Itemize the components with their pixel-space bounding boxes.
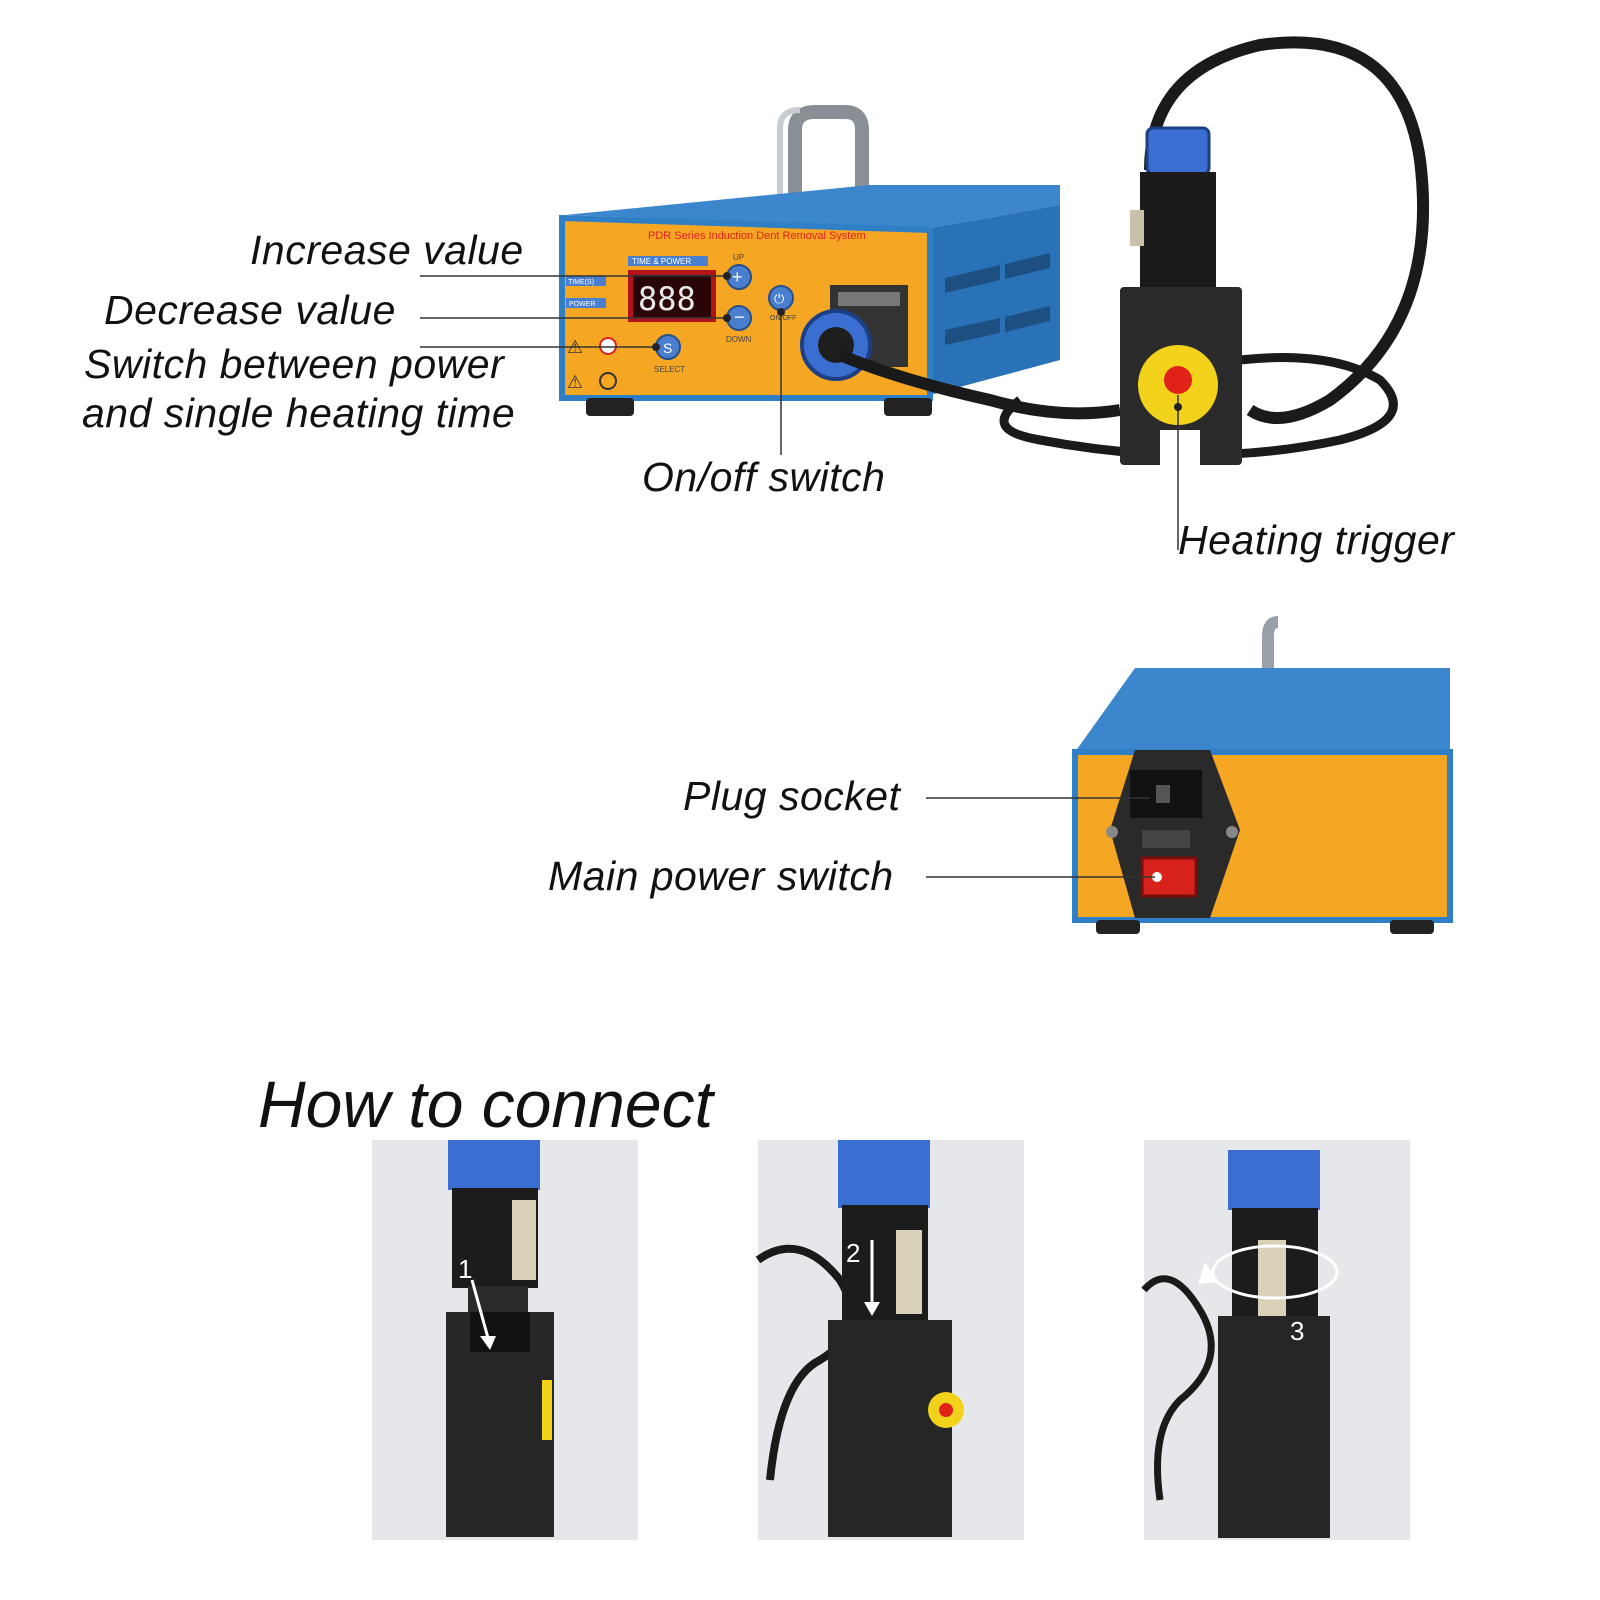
indicator-power-text: POWER <box>569 301 595 308</box>
front-unit: PDR Series Induction Dent Removal System… <box>559 105 1060 416</box>
rear-top <box>1075 668 1450 752</box>
minus-icon: − <box>734 307 745 327</box>
main-power-rocker <box>1140 856 1198 898</box>
how-to-connect-title: How to connect <box>258 1067 713 1141</box>
indicator-power <box>566 298 606 308</box>
handle <box>788 105 869 215</box>
panel-title: PDR Series Induction Dent Removal System <box>648 230 866 242</box>
display-caption-bg <box>628 256 708 266</box>
warning-icon-2: ⚠ <box>567 372 583 392</box>
label-main-power-switch: Main power switch <box>548 853 894 899</box>
top-lid <box>565 185 1060 228</box>
trigger-holder <box>1120 126 1242 465</box>
screw-left <box>1106 826 1118 838</box>
leader-lines <box>420 275 1179 878</box>
up-text: UP <box>733 253 744 262</box>
indicator-time-text: TIME(S) <box>568 279 594 286</box>
side-panel <box>930 205 1060 395</box>
rear-unit <box>1072 616 1453 934</box>
output-socket-rim <box>838 292 900 306</box>
select-text: SELECT <box>654 365 685 374</box>
label-increase-value: Increase value <box>250 227 524 273</box>
label-switch-line1: Switch between power <box>84 341 505 387</box>
indicator-time <box>566 276 606 286</box>
no-pacemaker-icon <box>599 337 617 355</box>
select-glyph: S <box>663 340 672 356</box>
side-vents <box>945 253 1050 345</box>
connector-blue-ring <box>1145 126 1211 176</box>
label-switch-line2: and single heating time <box>82 390 516 436</box>
trigger-cable <box>1144 36 1430 424</box>
power-icon: ⏻ <box>774 291 784 306</box>
trigger-button <box>1164 366 1192 394</box>
screw-right <box>1226 826 1238 838</box>
leader-dots <box>652 272 1182 411</box>
onoff-text: ON/OFF <box>770 315 796 322</box>
rear-foot-right <box>1390 920 1434 934</box>
fuse-drawer <box>1142 830 1190 848</box>
step-number-2: 2 <box>846 1238 860 1268</box>
label-decrease-value: Decrease value <box>104 287 396 333</box>
no-metal-icon <box>599 372 617 390</box>
plus-icon: + <box>732 267 743 287</box>
label-heating-trigger: Heating trigger <box>1178 517 1455 563</box>
rear-foot-left <box>1096 920 1140 934</box>
display-readout: 888 <box>638 280 696 318</box>
label-plug-socket: Plug socket <box>683 773 901 819</box>
step-photo-3 <box>1141 1140 1410 1540</box>
display-caption: TIME & POWER <box>632 257 691 266</box>
step-photo-2 <box>755 1140 1024 1540</box>
connector-body <box>1140 172 1216 292</box>
label-onoff-switch: On/off switch <box>642 454 886 500</box>
display-screen <box>633 275 711 317</box>
foot-front-right <box>884 398 932 416</box>
cable-coil <box>999 353 1398 460</box>
step-number-1: 1 <box>458 1254 472 1284</box>
plug-socket-pin <box>1156 785 1170 803</box>
step-number-3: 3 <box>1290 1316 1304 1346</box>
holder-notch <box>1160 430 1200 465</box>
foot-front-left <box>586 398 634 416</box>
down-text: DOWN <box>726 335 752 344</box>
front-cable <box>837 349 1121 420</box>
handle-highlight <box>777 107 801 215</box>
rear-handle <box>1262 616 1279 720</box>
connector-latch <box>1130 210 1144 246</box>
step-photo-1 <box>372 1140 638 1540</box>
rocker-mark <box>1152 872 1162 882</box>
